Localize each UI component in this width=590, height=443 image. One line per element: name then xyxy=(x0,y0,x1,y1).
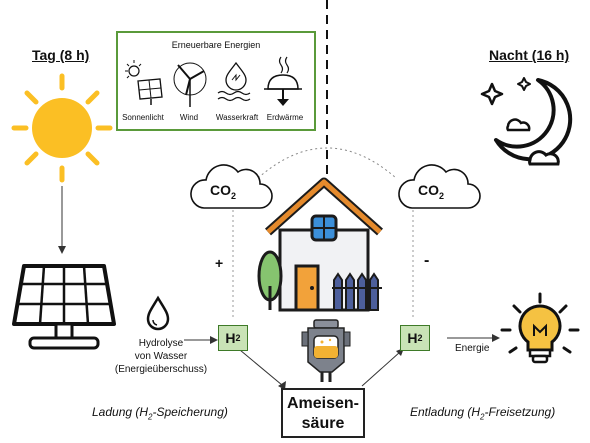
solar-panel-small-icon xyxy=(125,60,163,105)
light-bulb-icon xyxy=(500,292,580,364)
energy-label: Energie xyxy=(455,343,490,354)
wind-turbine-icon xyxy=(173,62,207,107)
co2-left-label: CO2 xyxy=(210,182,237,201)
charge-caption: Ladung (H2-Speicherung) xyxy=(92,405,228,422)
co2-cloud-left-icon xyxy=(190,164,273,209)
renewables-title: Erneuerbare Energien xyxy=(171,40,261,50)
solar-panel-icon xyxy=(12,264,116,350)
renew-label-hydro: Wasserkraft xyxy=(215,113,259,122)
renewables-box: Erneuerbare Energien Sonnenlicht Wind Wa… xyxy=(116,31,316,131)
moon-icon xyxy=(480,77,573,166)
sun-icon xyxy=(11,73,113,183)
hydrolysis-label: Hydrolyse von Wasser (Energieüberschuss) xyxy=(114,338,208,375)
night-heading: Nacht (16 h) xyxy=(489,47,570,63)
co2-right-label: CO2 xyxy=(418,182,445,201)
reactor-tank-icon xyxy=(301,319,351,382)
renew-label-sunlight: Sonnenlicht xyxy=(122,113,164,122)
formic-acid-box: Ameisen- säure xyxy=(281,388,365,438)
minus-sign: - xyxy=(424,252,430,269)
renew-label-geothermal: Erdwärme xyxy=(266,113,304,122)
plus-sign: + xyxy=(215,255,224,271)
water-droplet-icon xyxy=(146,295,170,331)
co2-cloud-right-icon xyxy=(398,164,481,209)
geothermal-icon xyxy=(264,56,302,106)
discharge-caption: Entladung (H2-Freisetzung) xyxy=(410,405,556,422)
house-icon xyxy=(257,177,383,312)
hydropower-icon xyxy=(217,61,251,102)
day-heading: Tag (8 h) xyxy=(32,47,90,63)
renew-label-wind: Wind xyxy=(179,113,199,122)
